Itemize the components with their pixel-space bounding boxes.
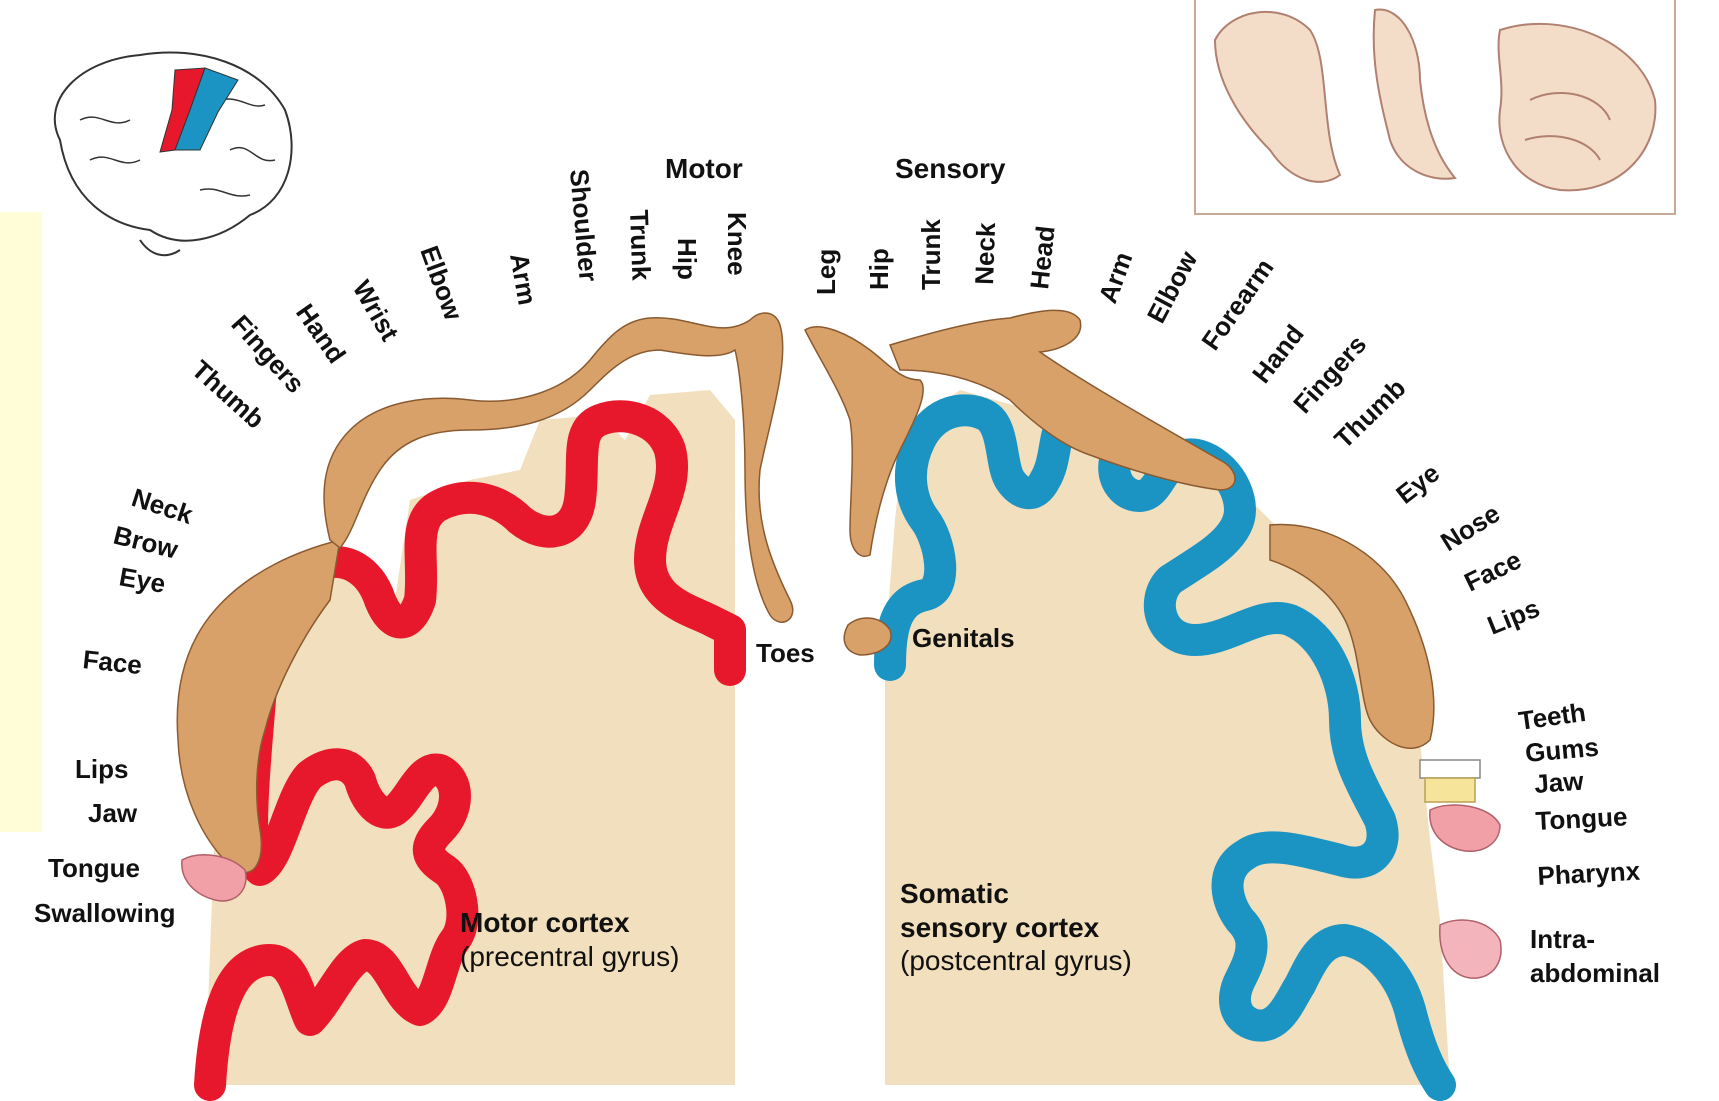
sensory-label-tongue: Tongue	[1535, 801, 1628, 836]
sensory-label-lips: Lips	[1483, 593, 1544, 641]
motor-label-face: Face	[81, 644, 143, 680]
sensory-label-thumb: Thumb	[1328, 373, 1411, 455]
motor-label-toes: Toes	[756, 638, 815, 668]
motor-tissue	[205, 390, 735, 1085]
sensory-cortex-title-1: Somatic	[900, 878, 1009, 909]
sensory-label-nose: Nose	[1435, 498, 1505, 557]
motor-label-jaw: Jaw	[88, 798, 138, 828]
motor-label-elbow: Elbow	[414, 242, 469, 325]
sensory-label-pharynx: Pharynx	[1537, 856, 1642, 891]
sensory-label-elbow: Elbow	[1141, 245, 1204, 327]
motor-label-eye: Eye	[117, 561, 168, 599]
sensory-cortex-subtitle: (postcentral gyrus)	[900, 945, 1132, 976]
sensory-label-neck: Neck	[969, 222, 1001, 286]
sensory-label-eye: Eye	[1390, 458, 1445, 510]
sensory-label-forearm: Forearm	[1195, 253, 1279, 355]
motor-label-hip: Hip	[672, 238, 702, 280]
motor-label-trunk: Trunk	[624, 209, 656, 281]
motor-header: Motor	[665, 153, 743, 184]
sensory-label-arm: Arm	[1092, 248, 1138, 307]
motor-cortex-subtitle: (precentral gyrus)	[460, 941, 679, 972]
sensory-label-jaw: Jaw	[1533, 766, 1585, 799]
motor-cortex-title: Motor cortex	[460, 907, 630, 938]
motor-label-knee: Knee	[722, 212, 752, 276]
motor-label-thumb: Thumb	[186, 354, 270, 434]
sensory-label-genitals: Genitals	[912, 623, 1015, 653]
motor-label-swallowing: Swallowing	[34, 898, 176, 928]
motor-label-brow: Brow	[111, 520, 182, 565]
sensory-label-head: Head	[1024, 224, 1060, 290]
motor-label-neck: Neck	[128, 482, 197, 530]
sensory-label-intra: Intra-	[1530, 924, 1595, 954]
sensory-cortex-title-2: sensory cortex	[900, 912, 1100, 943]
motor-label-arm: Arm	[504, 251, 543, 307]
motor-homunculus	[176, 312, 794, 902]
motor-label-wrist: Wrist	[347, 275, 405, 346]
sensory-homunculus	[804, 309, 1502, 979]
sensory-label-trunk: Trunk	[916, 219, 946, 290]
sensory-label-hip: Hip	[864, 248, 894, 290]
sensory-label-leg: Leg	[811, 249, 841, 295]
brain-thumbnail-icon	[53, 51, 293, 257]
sensory-header: Sensory	[895, 153, 1006, 184]
motor-label-tongue: Tongue	[48, 853, 140, 883]
motor-cortex-band	[194, 400, 746, 1101]
sensory-label-abdominal: abdominal	[1530, 958, 1660, 988]
sensory-label-gums: Gums	[1524, 732, 1600, 768]
motor-label-hand: Hand	[290, 298, 352, 368]
sensory-label-teeth: Teeth	[1517, 697, 1588, 736]
motor-label-lips: Lips	[75, 754, 128, 784]
side-panel	[0, 212, 42, 832]
motor-label-shoulder: Shoulder	[564, 168, 604, 283]
sensory-cortex-band	[874, 394, 1456, 1101]
sensory-label-hand: Hand	[1246, 319, 1310, 389]
hand-inset	[1194, 0, 1676, 215]
sensory-label-face: Face	[1459, 544, 1525, 597]
